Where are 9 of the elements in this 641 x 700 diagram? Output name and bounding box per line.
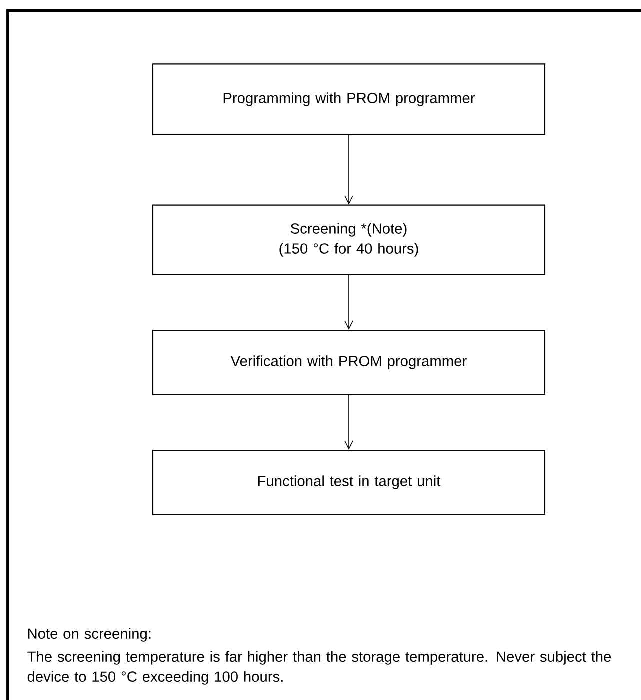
process-box: Functional test in target unit: [152, 450, 546, 516]
note-text: Note on screening:: [28, 628, 151, 642]
arrow: [344, 134, 354, 205]
arrow: [344, 274, 354, 330]
note-text: The screening temperature is far higher than the storage temperature. Never subject the device to 150 °C exceeding 100 hours.: [28, 651, 612, 685]
process-box: Verification with PROM programmer: [152, 330, 546, 396]
process-box: Programming with PROM programmer: [152, 64, 546, 136]
process-box: Screening *(Note) (150 °C for 40 hours): [152, 204, 546, 276]
arrow: [344, 394, 354, 450]
